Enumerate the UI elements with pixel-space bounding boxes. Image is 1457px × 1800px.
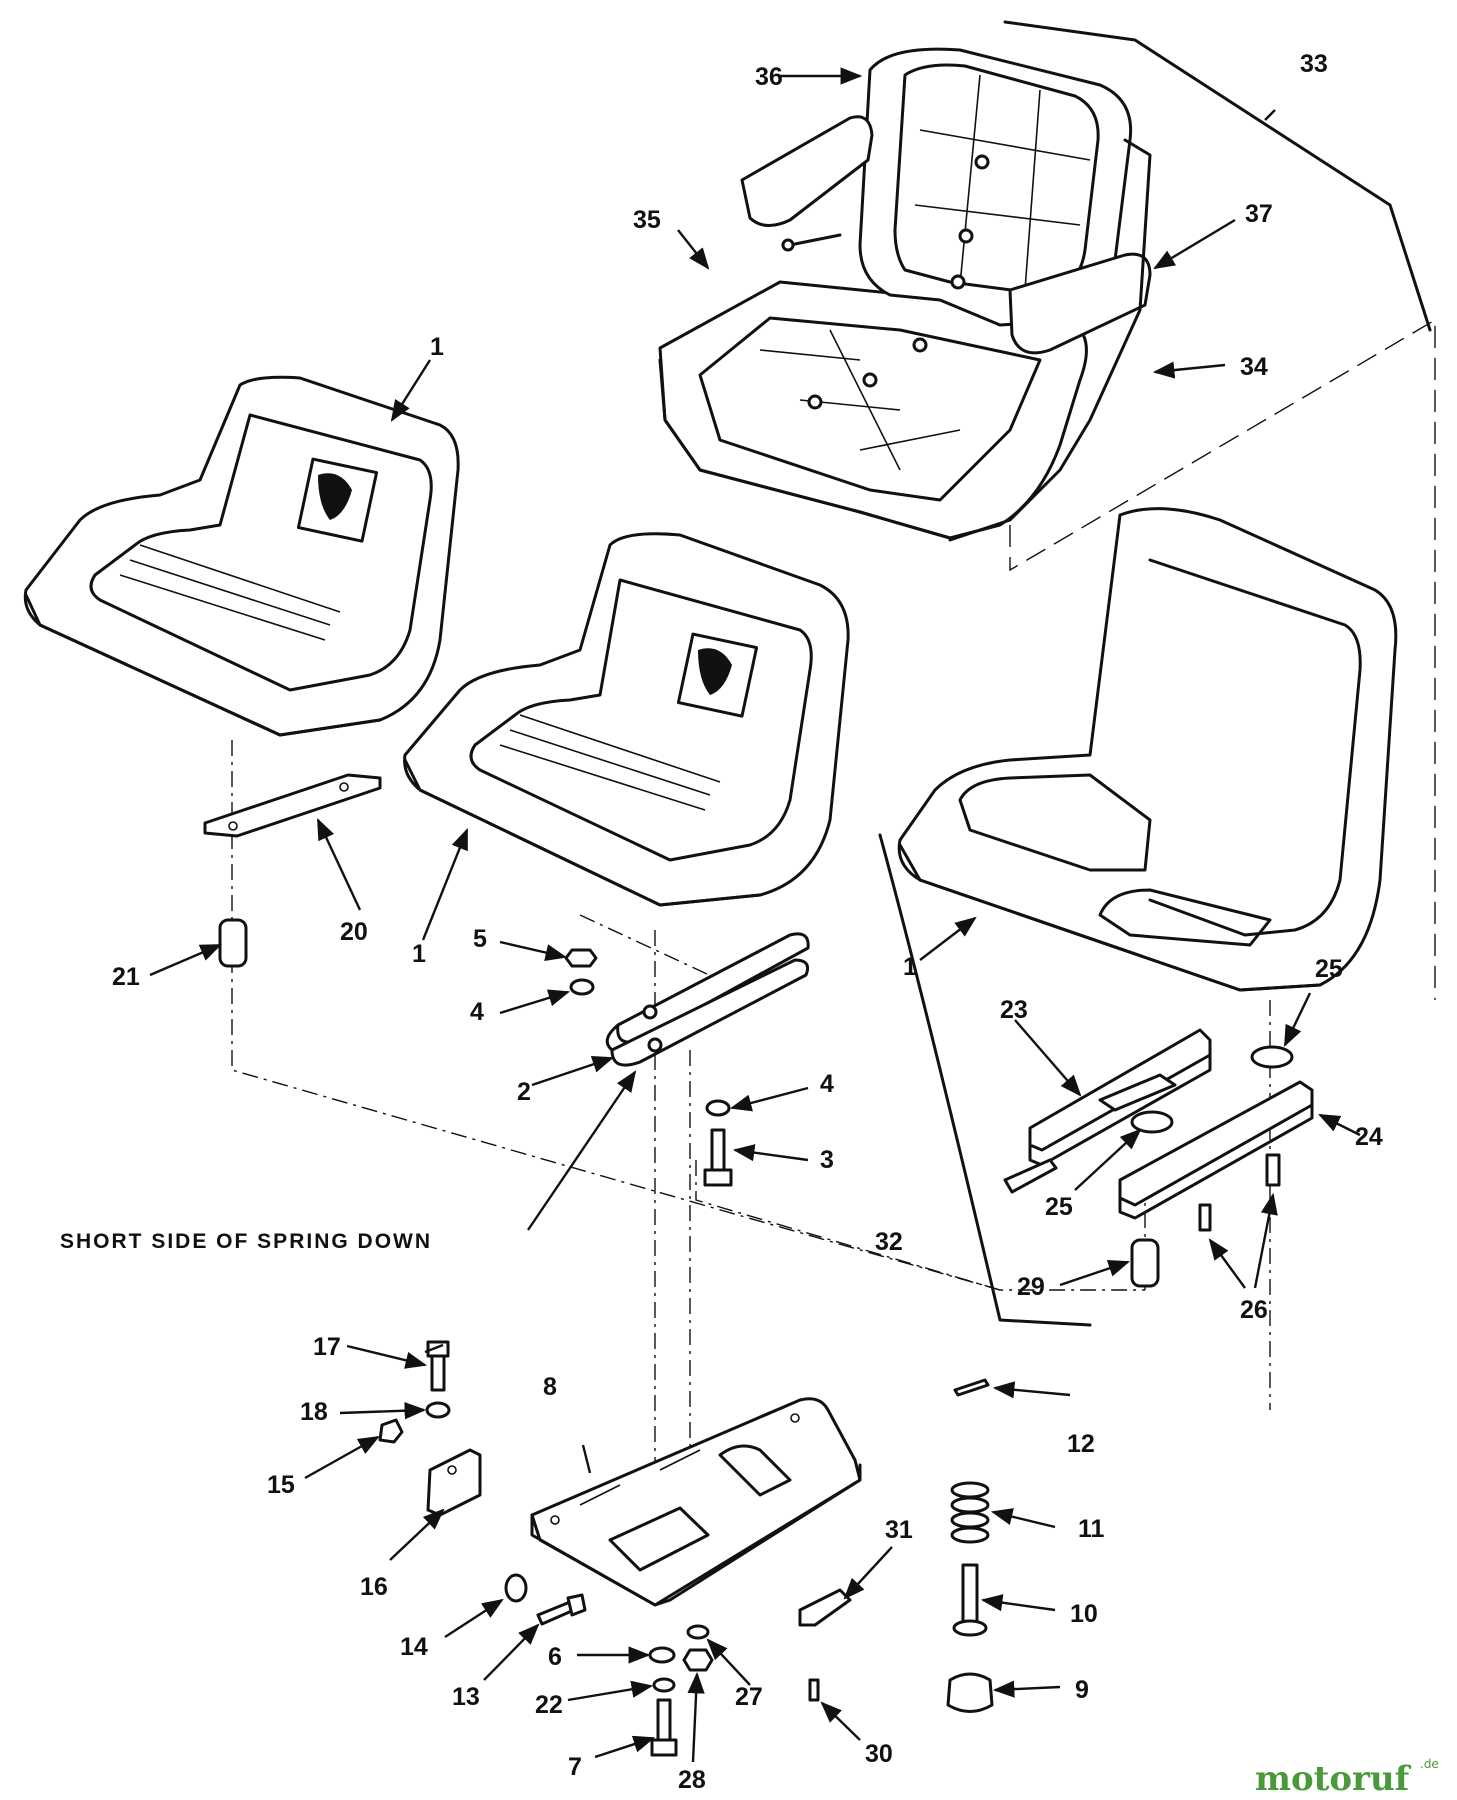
pin-12 bbox=[953, 1378, 990, 1397]
pin-10 bbox=[961, 1563, 979, 1627]
spring-11 bbox=[950, 1481, 990, 1544]
seat-left bbox=[23, 375, 460, 737]
spacer-29 bbox=[1130, 1238, 1160, 1288]
washer-4a bbox=[569, 978, 595, 996]
callout-35: 35 bbox=[633, 206, 661, 234]
callout-11: 11 bbox=[1078, 1515, 1105, 1543]
washer-14 bbox=[504, 1573, 528, 1603]
callout-labels: 36 33 37 35 34 1 1 1 20 21 5 4 2 4 3 23 … bbox=[112, 50, 1383, 1794]
callout-7: 7 bbox=[568, 1753, 582, 1781]
spring-2 bbox=[616, 932, 810, 1044]
callout-25b: 25 bbox=[1045, 1193, 1073, 1221]
washer-25a bbox=[1250, 1045, 1294, 1069]
washer-4b bbox=[705, 1099, 731, 1117]
knob-9 bbox=[946, 1672, 994, 1713]
callout-21: 21 bbox=[112, 963, 140, 991]
watermark-suffix: .de bbox=[1420, 1757, 1439, 1771]
seat-middle bbox=[403, 532, 850, 907]
bracket-33 bbox=[1003, 20, 1432, 332]
callout-2: 2 bbox=[517, 1078, 531, 1106]
callout-27: 27 bbox=[735, 1683, 763, 1711]
screw-30 bbox=[808, 1678, 820, 1702]
callout-36: 36 bbox=[755, 63, 783, 91]
screw-26b bbox=[1198, 1203, 1212, 1232]
watermark: motoruf bbox=[1255, 1759, 1412, 1799]
callout-6: 6 bbox=[548, 1643, 562, 1671]
assembly-note: SHORT SIDE OF SPRING DOWN bbox=[60, 1230, 432, 1253]
callout-1a: 1 bbox=[430, 333, 444, 361]
callout-30: 30 bbox=[865, 1740, 893, 1768]
washer-27 bbox=[686, 1624, 710, 1640]
washer-6 bbox=[648, 1646, 676, 1664]
callout-4a: 4 bbox=[470, 998, 484, 1026]
seat-right bbox=[897, 507, 1398, 992]
slide-rail-24 bbox=[1118, 1080, 1314, 1207]
callout-24: 24 bbox=[1355, 1123, 1383, 1151]
callout-4b: 4 bbox=[820, 1070, 834, 1098]
callout-26: 26 bbox=[1240, 1296, 1268, 1324]
washer-22 bbox=[652, 1677, 676, 1693]
nut-28 bbox=[682, 1648, 714, 1672]
slide-rail-23 bbox=[1028, 1028, 1212, 1152]
callout-18: 18 bbox=[300, 1398, 328, 1426]
plate-20 bbox=[203, 773, 382, 838]
callout-9: 9 bbox=[1075, 1676, 1089, 1704]
callout-1c: 1 bbox=[903, 953, 917, 981]
bracket-32 bbox=[878, 833, 1092, 1327]
callout-8: 8 bbox=[543, 1373, 557, 1401]
callout-33: 33 bbox=[1300, 50, 1328, 78]
washer-25b bbox=[1130, 1110, 1174, 1134]
callout-5: 5 bbox=[473, 925, 487, 953]
callout-20: 20 bbox=[340, 918, 368, 946]
callout-23: 23 bbox=[1000, 996, 1028, 1024]
screw-26a bbox=[1265, 1153, 1281, 1187]
callout-13: 13 bbox=[452, 1683, 480, 1711]
callout-22: 22 bbox=[535, 1691, 563, 1719]
nut-15 bbox=[378, 1418, 404, 1444]
nut-5 bbox=[564, 948, 598, 968]
callout-37: 37 bbox=[1245, 200, 1273, 228]
seat-base-34 bbox=[948, 138, 1152, 542]
callout-14: 14 bbox=[400, 1633, 428, 1661]
spacer-21 bbox=[218, 918, 248, 968]
slide-handle bbox=[1003, 1158, 1058, 1194]
callout-15: 15 bbox=[267, 1471, 295, 1499]
callout-28: 28 bbox=[678, 1766, 706, 1794]
callout-31: 31 bbox=[885, 1516, 913, 1544]
bolt-7 bbox=[656, 1698, 672, 1747]
callout-12: 12 bbox=[1067, 1430, 1095, 1458]
callout-29: 29 bbox=[1017, 1273, 1045, 1301]
callout-34: 34 bbox=[1240, 353, 1268, 381]
callout-25a: 25 bbox=[1315, 955, 1343, 983]
armrest-left bbox=[740, 115, 874, 227]
deluxe-seat-assembly bbox=[658, 47, 1152, 542]
leader-arrows bbox=[149, 67, 1361, 1763]
callout-10: 10 bbox=[1070, 1600, 1098, 1628]
callout-17: 17 bbox=[313, 1333, 341, 1361]
washer-18 bbox=[425, 1401, 451, 1419]
armrest-right bbox=[1008, 252, 1152, 355]
clip-31 bbox=[798, 1588, 852, 1627]
support-plate-8 bbox=[530, 1397, 862, 1607]
callout-32: 32 bbox=[875, 1228, 903, 1256]
callout-3: 3 bbox=[820, 1146, 834, 1174]
bolt-3 bbox=[710, 1128, 726, 1177]
callout-1b: 1 bbox=[412, 940, 426, 968]
hinge-16 bbox=[426, 1448, 482, 1517]
callout-16: 16 bbox=[360, 1573, 388, 1601]
